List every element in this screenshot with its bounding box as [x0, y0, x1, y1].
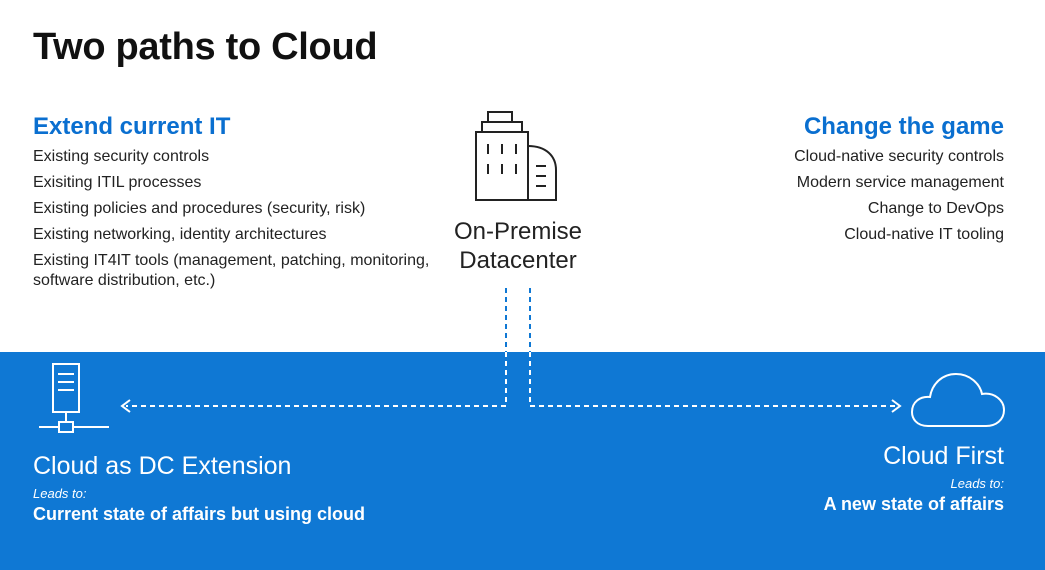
- list-item: Cloud-native IT tooling: [844, 226, 1004, 243]
- cloud-first-outcome: A new state of affairs: [823, 494, 1004, 514]
- cloud-as-dc-extension-title: Cloud as DC Extension: [33, 452, 292, 480]
- cloud-as-dc-extension-block: Cloud as DC Extension Leads to: Current …: [33, 451, 365, 525]
- leads-to-label: Leads to:: [33, 486, 87, 501]
- list-item: Existing security controls: [33, 148, 210, 165]
- cloud-first-block: Cloud First Leads to: A new state of aff…: [824, 441, 1004, 515]
- page-title: Two paths to Cloud: [33, 26, 378, 68]
- extend-current-it-list: Existing security controls Exisiting ITI…: [33, 147, 433, 291]
- right-connector-light: [529, 352, 896, 407]
- leads-to-label: Leads to:: [950, 476, 1005, 491]
- list-item: Existing networking, identity architectu…: [33, 226, 327, 243]
- list-item: Modern service management: [796, 174, 1004, 191]
- on-premise-label-line2: Datacenter: [459, 247, 577, 274]
- change-the-game-list: Cloud-native security controls Modern se…: [624, 147, 1004, 245]
- extend-current-it-column: Extend current IT Existing security cont…: [33, 113, 433, 297]
- cloud-as-dc-extension-outcome: Current state of affairs but using cloud: [33, 504, 366, 524]
- change-the-game-heading: Change the game: [803, 113, 1004, 140]
- on-premise-label-line1: On-Premise: [453, 218, 583, 245]
- left-connector-light: [126, 352, 507, 407]
- cloud-icon: [910, 370, 1010, 437]
- cloud-paths-band: [0, 352, 1045, 570]
- on-premise-datacenter-label: On-Premise Datacenter: [418, 217, 618, 275]
- list-item: Existing IT4IT tools (management, patchi…: [33, 252, 430, 289]
- office-building-icon: [474, 110, 564, 210]
- list-item: Exisiting ITIL processes: [33, 174, 202, 191]
- change-the-game-column: Change the game Cloud-native security co…: [624, 113, 1004, 251]
- left-arrowhead-icon: [120, 399, 131, 413]
- server-network-icon: [36, 360, 116, 445]
- list-item: Cloud-native security controls: [794, 148, 1004, 165]
- extend-current-it-heading: Extend current IT: [33, 113, 231, 140]
- cloud-first-title: Cloud First: [883, 442, 1004, 470]
- list-item: Change to DevOps: [867, 200, 1004, 217]
- right-arrowhead-icon: [891, 399, 902, 413]
- list-item: Existing policies and procedures (securi…: [33, 200, 366, 217]
